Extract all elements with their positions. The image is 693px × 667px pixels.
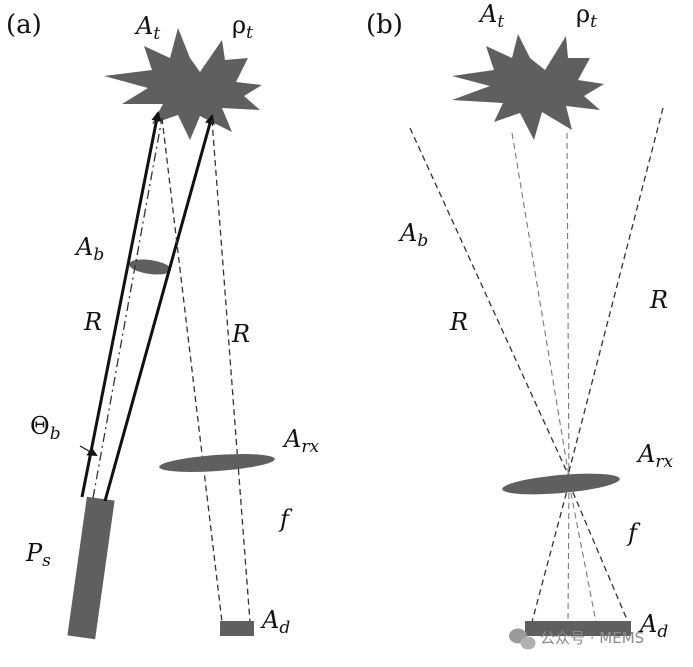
focal-length-label: f	[278, 505, 293, 533]
rx-path-left	[161, 117, 223, 623]
transmitter-source	[67, 496, 115, 640]
detector	[220, 621, 254, 636]
rx-ray-4	[568, 482, 597, 623]
ray-outer-left	[409, 127, 573, 484]
beam-angle-label: Θb	[30, 412, 61, 444]
beam-axis	[92, 117, 163, 499]
receiver-aperture-label: Arx	[636, 440, 673, 472]
watermark: 公众号 · MEMS	[509, 628, 644, 650]
rx-ray-2	[568, 482, 629, 623]
range-right-label: R	[649, 286, 668, 314]
beam-area-label: Ab	[74, 233, 104, 265]
rx-path-right	[211, 119, 251, 623]
ray-inner-left	[511, 132, 571, 484]
range-rx-label: R	[231, 320, 250, 348]
beam-edge-right	[103, 114, 215, 502]
receiver-aperture-label: Arx	[282, 425, 319, 457]
reflectivity-label: ρt	[576, 0, 597, 32]
beam-spot	[129, 259, 171, 275]
detector-area-label: Ad	[638, 610, 668, 642]
rx-ray-1	[531, 482, 570, 623]
beam-edge-left	[80, 111, 162, 498]
source-power-label: Ps	[25, 539, 51, 571]
detector-area-label: Ad	[260, 606, 290, 638]
panel-b-tag: (b)	[366, 10, 403, 40]
panel-a: (a) At ρt Ab R R Θb Arx f Ps Ad	[6, 10, 319, 640]
rx-ray-3	[567, 482, 570, 623]
target-starburst-icon	[104, 28, 262, 140]
receiver-lens	[502, 473, 620, 495]
focal-length-label: f	[626, 519, 641, 547]
beam-area-label: Ab	[398, 219, 428, 251]
receiver-lens	[159, 454, 275, 472]
angle-pointer	[79, 445, 98, 456]
target-area-label: At	[134, 12, 160, 44]
ray-inner-right	[566, 132, 570, 484]
reflectivity-label: ρt	[232, 11, 253, 43]
target-starburst-icon	[452, 34, 604, 140]
watermark-text: 公众号 · MEMS	[540, 629, 644, 647]
target-area-label: At	[478, 0, 504, 32]
range-tx-label: R	[83, 308, 102, 336]
detector	[525, 621, 631, 636]
panel-b: (b) At ρt Ab R R Arx f Ad	[366, 0, 673, 642]
range-left-label: R	[449, 308, 468, 336]
wechat-icon	[509, 628, 536, 650]
ray-outer-right	[565, 107, 664, 484]
panel-a-tag: (a)	[6, 10, 42, 40]
